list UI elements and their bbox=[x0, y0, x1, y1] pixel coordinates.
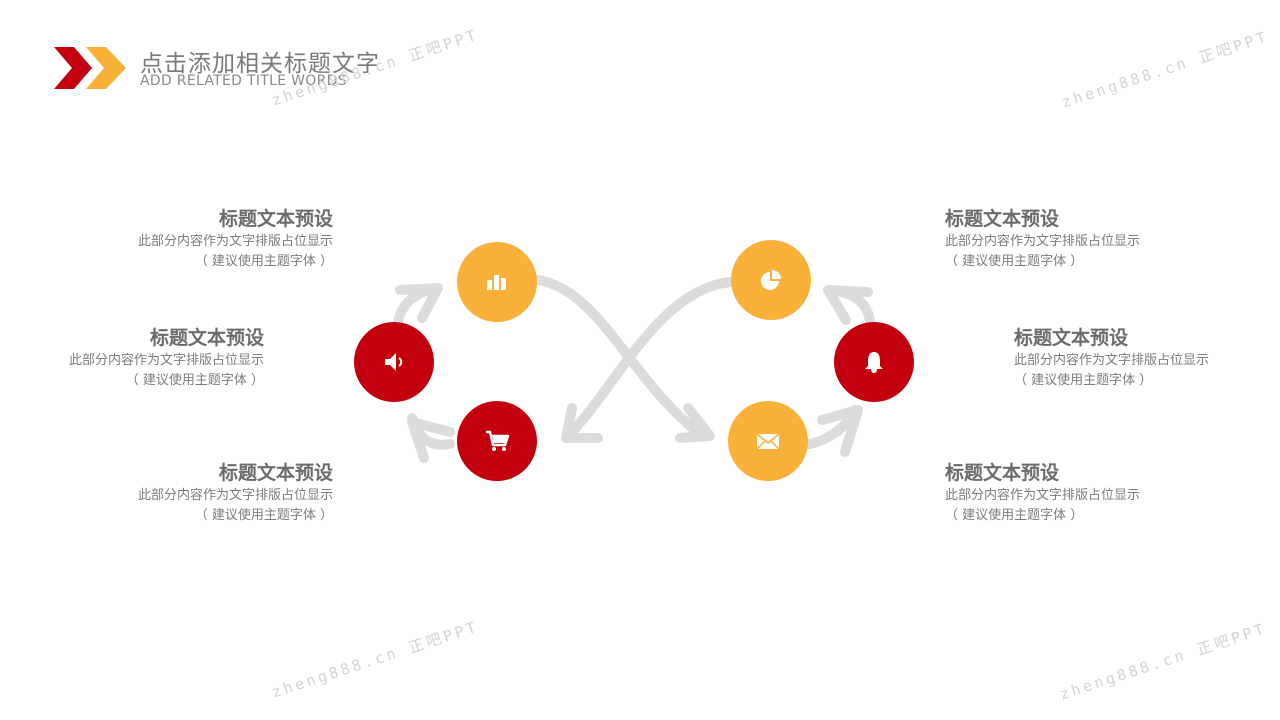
curve-top-left-to-bottom-right bbox=[533, 275, 705, 439]
arrowhead-left-bottom bbox=[561, 403, 603, 443]
arrowhead-left-lower bbox=[407, 417, 455, 463]
text-block-left-mid: 标题文本预设 此部分内容作为文字排版占位显示 （ 建议使用主题字体 ） bbox=[0, 325, 264, 391]
arrowhead-right-lower bbox=[817, 405, 863, 457]
arrowhead-left-upper bbox=[395, 283, 443, 323]
curve-top-right-to-bottom-left bbox=[567, 277, 735, 437]
block-desc: 此部分内容作为文字排版占位显示 bbox=[137, 488, 333, 503]
text-block-right-bottom: 标题文本预设 此部分内容作为文字排版占位显示 （ 建议使用主题字体 ） bbox=[945, 460, 1245, 526]
node-bar-chart bbox=[457, 242, 537, 322]
node-envelope bbox=[728, 401, 808, 481]
speaker-icon bbox=[385, 353, 403, 371]
block-title: 标题文本预设 bbox=[218, 462, 333, 484]
block-desc: 此部分内容作为文字排版占位显示 bbox=[945, 234, 1141, 249]
arrowhead-right-bottom bbox=[675, 403, 715, 443]
shopping-cart-icon bbox=[486, 430, 510, 451]
block-title: 标题文本预设 bbox=[945, 208, 1060, 230]
block-note: （ 建议使用主题字体 ） bbox=[194, 254, 333, 269]
block-title: 标题文本预设 bbox=[149, 327, 264, 349]
block-note: （ 建议使用主题字体 ） bbox=[945, 254, 1084, 269]
block-title: 标题文本预设 bbox=[1014, 327, 1129, 349]
block-note: （ 建议使用主题字体 ） bbox=[125, 373, 264, 388]
node-shopping-cart bbox=[457, 401, 537, 481]
block-note: （ 建议使用主题字体 ） bbox=[194, 508, 333, 523]
block-title: 标题文本预设 bbox=[945, 462, 1060, 484]
block-desc: 此部分内容作为文字排版占位显示 bbox=[945, 488, 1141, 503]
block-desc: 此部分内容作为文字排版占位显示 bbox=[137, 234, 333, 249]
node-speaker bbox=[354, 322, 434, 402]
text-block-right-top: 标题文本预设 此部分内容作为文字排版占位显示 （ 建议使用主题字体 ） bbox=[945, 206, 1245, 272]
arrowhead-right-upper bbox=[823, 285, 873, 325]
text-block-left-bottom: 标题文本预设 此部分内容作为文字排版占位显示 （ 建议使用主题字体 ） bbox=[33, 460, 333, 526]
node-bell bbox=[834, 322, 914, 402]
chevron-logo-icon bbox=[54, 47, 126, 89]
bar-chart-icon bbox=[487, 275, 506, 290]
block-title: 标题文本预设 bbox=[218, 208, 333, 230]
bell-icon bbox=[865, 352, 883, 373]
block-note: （ 建议使用主题字体 ） bbox=[1014, 373, 1153, 388]
block-desc: 此部分内容作为文字排版占位显示 bbox=[1014, 353, 1210, 368]
text-block-right-mid: 标题文本预设 此部分内容作为文字排版占位显示 （ 建议使用主题字体 ） bbox=[1014, 325, 1264, 391]
page-subtitle: ADD RELATED TITLE WORDS bbox=[140, 73, 347, 89]
block-desc: 此部分内容作为文字排版占位显示 bbox=[68, 353, 264, 368]
node-pie-chart bbox=[731, 240, 811, 320]
block-note: （ 建议使用主题字体 ） bbox=[945, 508, 1084, 523]
pie-chart-icon bbox=[761, 270, 781, 290]
page-title: 点击添加相关标题文字 bbox=[140, 51, 380, 77]
text-block-left-top: 标题文本预设 此部分内容作为文字排版占位显示 （ 建议使用主题字体 ） bbox=[33, 206, 333, 272]
envelope-icon bbox=[756, 433, 780, 450]
